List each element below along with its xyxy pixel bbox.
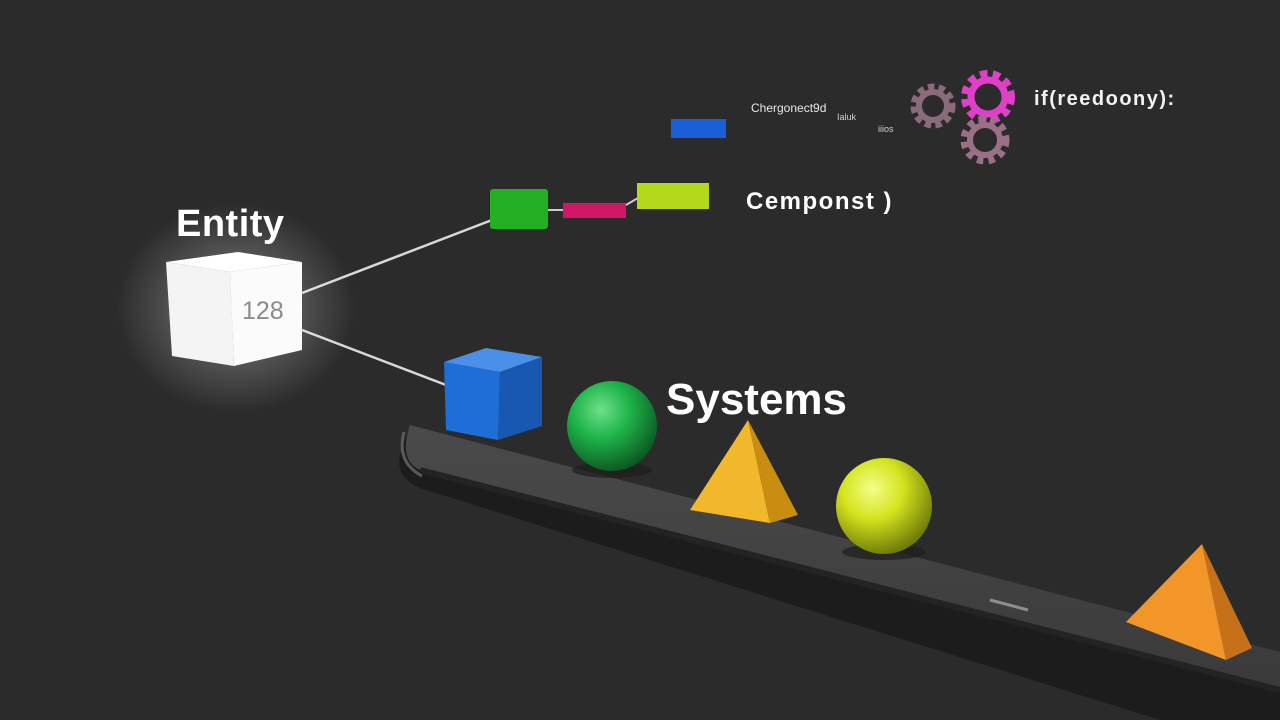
gear-icon <box>960 115 1010 165</box>
system-shape-green-sphere <box>567 381 657 471</box>
gear-icon <box>961 70 1015 124</box>
component-small-label: iiios <box>878 124 894 134</box>
system-shape-lime-sphere <box>836 458 932 554</box>
component-small-label: Chergonect9d <box>751 101 827 115</box>
component-small-label: Ialuk <box>837 112 857 122</box>
component-block-magenta <box>563 203 626 218</box>
gear-icon <box>910 83 956 129</box>
entity-cube <box>166 252 302 366</box>
conveyor-belt <box>399 425 1280 720</box>
component-block-blue <box>671 119 726 138</box>
system-shape-blue-cube <box>444 348 542 440</box>
component-call-label: Cemponst ) <box>746 188 893 215</box>
entity-title: Entity <box>176 203 285 245</box>
component-block-lime <box>637 183 709 209</box>
code-snippet-label: if(reedoony): <box>1034 88 1176 110</box>
systems-title: Systems <box>666 375 848 424</box>
component-blocks <box>490 119 726 229</box>
system-shape-yellow-pyramid <box>690 420 798 523</box>
system-shape-orange-pyramid <box>1126 544 1252 660</box>
component-block-green <box>490 189 548 229</box>
entity-id-label: 128 <box>242 297 284 325</box>
